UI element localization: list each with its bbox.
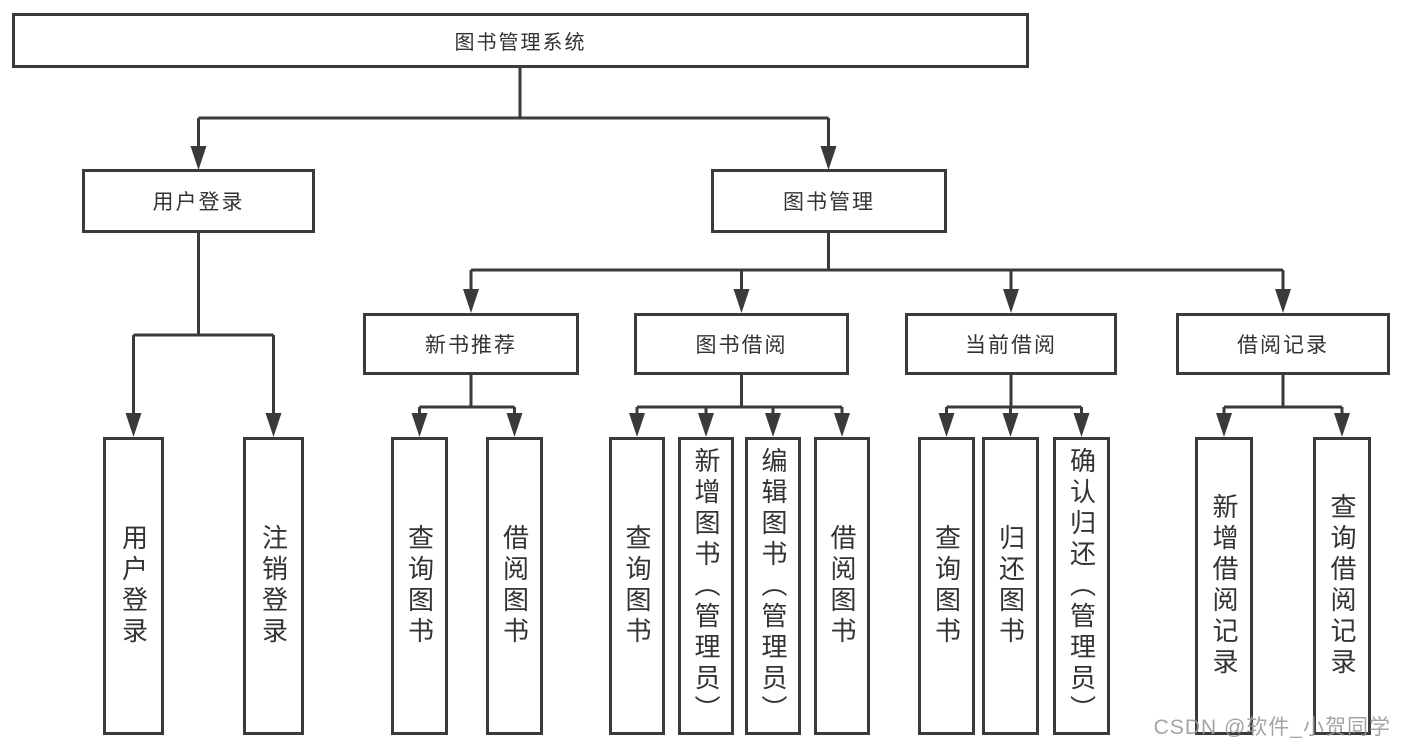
node-book-borrowing: 图书借阅 xyxy=(634,313,849,375)
node-label: 归还图书 xyxy=(995,524,1026,648)
node-label: 图书管理 xyxy=(783,191,875,214)
node-user-login: 用户登录 xyxy=(82,169,315,233)
node-label: 借阅图书 xyxy=(827,524,857,648)
node-label: 用户登录 xyxy=(152,191,245,214)
node-label: 查询图书 xyxy=(404,524,435,648)
node-label: 借阅图书 xyxy=(499,524,530,648)
node-label: 查询图书 xyxy=(931,524,962,648)
node-label: 新增图书（管理员） xyxy=(691,446,721,726)
node-label: 用户登录 xyxy=(118,524,149,648)
node-label: 查询图书 xyxy=(622,524,652,648)
csdn-watermark: CSDN @软件_小贺同学 xyxy=(1153,716,1391,739)
node-label: 注销登录 xyxy=(258,524,289,648)
node-label: 查询借阅记录 xyxy=(1327,493,1357,679)
leaf-user-login-action: 用户登录 xyxy=(103,437,164,735)
node-label: 借阅记录 xyxy=(1237,334,1329,357)
node-label: 当前借阅 xyxy=(965,334,1057,357)
leaf-edit-books-admin: 编辑图书（管理员） xyxy=(745,437,801,735)
leaf-query-borrow-record: 查询借阅记录 xyxy=(1313,437,1371,735)
leaf-borrow-books-recommend: 借阅图书 xyxy=(486,437,543,735)
node-label: 图书管理系统 xyxy=(454,32,587,54)
node-library-system-root: 图书管理系统 xyxy=(12,13,1029,68)
node-label: 新书推荐 xyxy=(425,334,517,357)
node-label: 图书借阅 xyxy=(695,334,788,357)
node-label: 确认归还（管理员） xyxy=(1066,446,1097,726)
leaf-query-books-recommend: 查询图书 xyxy=(391,437,448,735)
leaf-logout-action: 注销登录 xyxy=(243,437,304,735)
node-label: 编辑图书（管理员） xyxy=(758,446,788,726)
leaf-return-books: 归还图书 xyxy=(982,437,1039,735)
leaf-confirm-return-admin: 确认归还（管理员） xyxy=(1053,437,1110,735)
node-new-book-recommend: 新书推荐 xyxy=(363,313,579,375)
leaf-add-books-admin: 新增图书（管理员） xyxy=(678,437,734,735)
leaf-add-borrow-record: 新增借阅记录 xyxy=(1195,437,1253,735)
leaf-query-books-current: 查询图书 xyxy=(918,437,975,735)
node-label: 新增借阅记录 xyxy=(1209,493,1239,679)
leaf-borrow-books-borrowing: 借阅图书 xyxy=(814,437,870,735)
leaf-query-books-borrowing: 查询图书 xyxy=(609,437,665,735)
node-book-management: 图书管理 xyxy=(711,169,947,233)
node-current-borrowing: 当前借阅 xyxy=(905,313,1117,375)
node-borrowing-records: 借阅记录 xyxy=(1176,313,1390,375)
